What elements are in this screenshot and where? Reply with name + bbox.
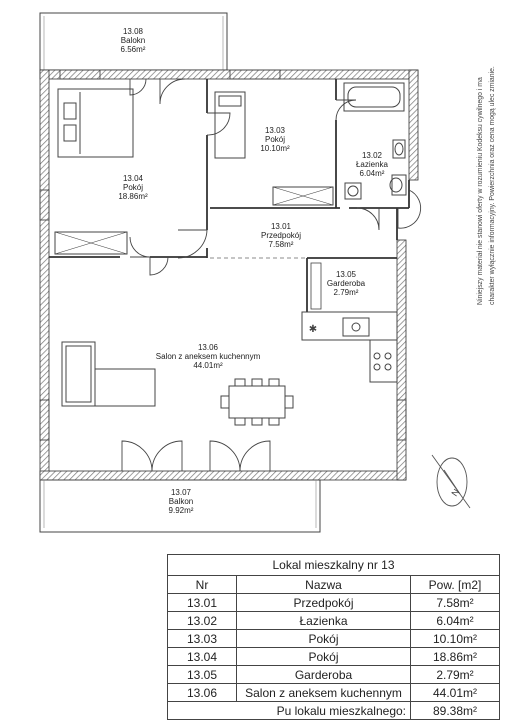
total-label: Pu lokalu mieszkalnego: xyxy=(167,701,411,720)
room-area: 18.86m² xyxy=(410,647,500,666)
svg-text:13.07: 13.07 xyxy=(171,488,192,497)
svg-text:7.58m²: 7.58m² xyxy=(269,240,294,249)
room-label-13-02: 13.02 Łazienka 6.04m² xyxy=(356,151,389,178)
garderoba-shelf xyxy=(310,262,322,310)
room-name: Garderoba xyxy=(236,665,411,684)
kitchen-counter xyxy=(301,311,398,383)
table-row: 13.03 Pokój 10.10m² xyxy=(167,629,500,648)
room-area: 44.01m² xyxy=(410,683,500,702)
room-nr: 13.01 xyxy=(167,593,237,612)
table-row: 13.01 Przedpokój 7.58m² xyxy=(167,593,500,612)
compass-icon xyxy=(431,454,471,509)
svg-text:44.01m²: 44.01m² xyxy=(193,361,223,370)
svg-text:Przedpokój: Przedpokój xyxy=(261,231,301,240)
col-header-nr: Nr xyxy=(167,575,237,594)
toilet xyxy=(389,174,407,196)
dining-table xyxy=(220,378,294,426)
svg-text:13.05: 13.05 xyxy=(336,270,357,279)
room-area: 2.79m² xyxy=(410,665,500,684)
table-title: Lokal mieszkalny nr 13 xyxy=(167,554,500,576)
table-row: 13.02 Łazienka 6.04m² xyxy=(167,611,500,630)
svg-text:9.92m²: 9.92m² xyxy=(169,506,194,515)
svg-text:Łazienka: Łazienka xyxy=(356,160,389,169)
room-label-13-03: 13.03 Pokój 10.10m² xyxy=(260,126,290,153)
svg-text:Garderoba: Garderoba xyxy=(327,279,366,288)
room-label-13-06: 13.06 Salon z aneksem kuchennym 44.01m² xyxy=(156,343,261,370)
room-area: 10.10m² xyxy=(410,629,500,648)
disclaimer-line-2: charakter wyłącznie informacyjny. Powier… xyxy=(489,66,496,305)
svg-text:13.01: 13.01 xyxy=(271,222,292,231)
wardrobe-shelf xyxy=(54,231,128,255)
floor-plan: ✱ xyxy=(39,12,471,533)
room-name: Łazienka xyxy=(236,611,411,630)
col-header-name: Nazwa xyxy=(236,575,411,594)
svg-text:Pokój: Pokój xyxy=(265,135,285,144)
svg-text:13.02: 13.02 xyxy=(362,151,383,160)
svg-text:13.03: 13.03 xyxy=(265,126,286,135)
table-header-row: Nr Nazwa Pow. [m2] xyxy=(167,575,500,594)
svg-text:13.08: 13.08 xyxy=(123,27,144,36)
sink-bath xyxy=(392,139,406,159)
outer-walls xyxy=(39,69,419,481)
svg-text:2.79m²: 2.79m² xyxy=(334,288,359,297)
svg-text:Balkon: Balkon xyxy=(169,497,193,506)
svg-text:6.04m²: 6.04m² xyxy=(360,169,385,178)
interior-walls xyxy=(49,79,410,312)
room-table: Lokal mieszkalny nr 13 Nr Nazwa Pow. [m2… xyxy=(167,554,500,720)
fridge-icon: ✱ xyxy=(309,324,317,335)
balcony-bottom xyxy=(39,479,321,533)
room-label-13-01: 13.01 Przedpokój 7.58m² xyxy=(261,222,301,249)
bed-13-03 xyxy=(214,91,246,159)
wardrobe-13-03 xyxy=(272,186,334,206)
room-name: Pokój xyxy=(236,647,411,666)
windows xyxy=(39,69,407,441)
table-row: 13.05 Garderoba 2.79m² xyxy=(167,665,500,684)
washing-machine xyxy=(344,182,362,200)
table-row: 13.06 Salon z aneksem kuchennym 44.01m² xyxy=(167,683,500,702)
room-nr: 13.02 xyxy=(167,611,237,630)
room-nr: 13.06 xyxy=(167,683,237,702)
room-nr: 13.03 xyxy=(167,629,237,648)
svg-text:10.10m²: 10.10m² xyxy=(260,144,290,153)
disclaimer-line-1: Niniejszy materiał nie stanowi oferty w … xyxy=(477,77,484,305)
room-label-13-07: 13.07 Balkon 9.92m² xyxy=(169,488,194,515)
room-name: Przedpokój xyxy=(236,593,411,612)
doors xyxy=(129,78,422,276)
room-name: Pokój xyxy=(236,629,411,648)
balcony-doors xyxy=(121,440,271,472)
table-row: 13.04 Pokój 18.86m² xyxy=(167,647,500,666)
bathtub xyxy=(343,82,405,112)
svg-text:6.56m²: 6.56m² xyxy=(121,45,146,54)
sofa xyxy=(61,341,156,407)
room-label-13-08: 13.08 Balokn 6.56m² xyxy=(121,27,146,54)
room-nr: 13.04 xyxy=(167,647,237,666)
room-nr: 13.05 xyxy=(167,665,237,684)
svg-text:13.06: 13.06 xyxy=(198,343,219,352)
table-total-row: Pu lokalu mieszkalnego: 89.38m² xyxy=(167,701,500,720)
room-label-13-05: 13.05 Garderoba 2.79m² xyxy=(327,270,366,297)
col-header-area: Pow. [m2] xyxy=(410,575,500,594)
svg-text:18.86m²: 18.86m² xyxy=(118,192,148,201)
room-name: Salon z aneksem kuchennym xyxy=(236,683,411,702)
total-value: 89.38m² xyxy=(410,701,500,720)
room-area: 7.58m² xyxy=(410,593,500,612)
svg-text:13.04: 13.04 xyxy=(123,174,144,183)
svg-text:Pokój: Pokój xyxy=(123,183,143,192)
compass-north-label: N xyxy=(449,487,461,498)
room-area: 6.04m² xyxy=(410,611,500,630)
svg-text:Salon z aneksem kuchennym: Salon z aneksem kuchennym xyxy=(156,352,261,361)
room-label-13-04: 13.04 Pokój 18.86m² xyxy=(118,174,148,201)
bed-13-04 xyxy=(57,88,134,158)
svg-text:Balokn: Balokn xyxy=(121,36,145,45)
disclaimer: Niniejszy materiał nie stanowi oferty w … xyxy=(477,66,496,305)
